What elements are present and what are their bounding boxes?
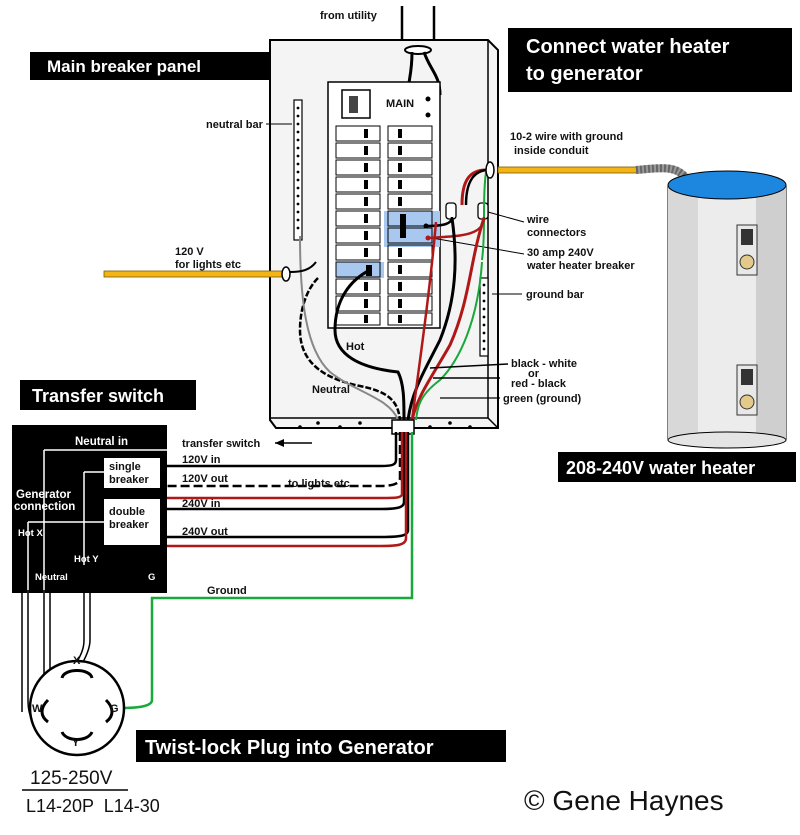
banner-connect-text-1: Connect water heater (526, 36, 730, 58)
neutral-small-label: Neutral (35, 572, 68, 583)
rating-models: L14-20P L14-30 (26, 796, 160, 816)
ground-bar-label: ground bar (526, 289, 585, 301)
banner-transfer-switch: Transfer switch (20, 380, 196, 410)
from-utility-label: from utility (320, 10, 378, 22)
plug-w-label: W (32, 703, 43, 715)
banner-twist-lock: Twist-lock Plug into Generator (136, 730, 506, 762)
double-breaker-label-1: double (109, 506, 145, 518)
copyright: © Gene Haynes (524, 785, 724, 816)
single-breaker (104, 458, 160, 488)
black-white-label: black - white (511, 358, 577, 370)
plug-g-label: G (110, 703, 119, 715)
plug-y-label: Y (72, 737, 80, 749)
banner-twist-lock-text: Twist-lock Plug into Generator (145, 737, 434, 759)
or-label: or (528, 368, 540, 380)
green-ground-label: green (ground) (503, 393, 582, 405)
wire-10-2-label-2: inside conduit (514, 145, 589, 157)
generator-label-1: Generator (16, 489, 71, 501)
water-heater-breaker (384, 211, 440, 247)
single-breaker-label-2: breaker (109, 474, 149, 486)
in-120v-label: 120V in (182, 454, 221, 466)
feed-120v: 120 V for lights etc (103, 246, 317, 282)
g-label: G (148, 572, 155, 583)
banner-connect: Connect water heater to generator (508, 28, 792, 92)
hot-y-label: Hot Y (74, 554, 99, 565)
neutral-bar-label: neutral bar (206, 119, 264, 131)
transfer-switch-arrow-label: transfer switch (182, 438, 261, 450)
breaker-30a-label-2: water heater breaker (526, 260, 635, 272)
main-label: MAIN (386, 98, 414, 110)
transfer-wires: 120V in 120V out to lights etc 240V in 2… (119, 432, 414, 710)
banner-main-panel: Main breaker panel (30, 52, 270, 80)
to-lights-label: to lights etc (288, 478, 350, 490)
generator-label-2: connection (14, 501, 75, 513)
main-panel: MAIN (206, 39, 635, 435)
banner-water-heater-text: 208-240V water heater (566, 458, 755, 478)
out-120v-label: 120V out (182, 473, 228, 485)
red-black-label: red - black (511, 378, 567, 390)
outgoing-wires: black - white or red - black green (grou… (429, 358, 582, 405)
rating-voltage: 125-250V (30, 768, 113, 789)
v120-label-2: for lights etc (175, 259, 241, 271)
water-heater-top (667, 170, 787, 200)
banner-connect-text-2: to generator (526, 63, 643, 85)
breaker-rows (335, 125, 433, 326)
banner-water-heater: 208-240V water heater (558, 452, 796, 482)
conduit-10-2: 10-2 wire with ground inside conduit (485, 131, 690, 181)
banner-transfer-switch-text: Transfer switch (32, 386, 164, 406)
neutral-bar (293, 99, 303, 241)
plug-x-label: X (73, 655, 81, 667)
out-240v-label: 240V out (182, 526, 228, 538)
banner-main-panel-text: Main breaker panel (47, 57, 201, 76)
double-breaker (104, 499, 160, 545)
single-breaker-label-1: single (109, 461, 141, 473)
neutral-in-label: Neutral in (75, 436, 128, 448)
neutral-label: Neutral (312, 384, 350, 396)
twist-lock-plug: X W G Y (28, 655, 126, 757)
breaker-30a-label-1: 30 amp 240V (527, 247, 594, 259)
hot-x-label: Hot X (18, 528, 43, 539)
double-breaker-label-2: breaker (109, 519, 149, 531)
v120-label-1: 120 V (175, 246, 204, 258)
wire-10-2-label-1: 10-2 wire with ground (510, 131, 623, 143)
in-240v-label: 240V in (182, 498, 221, 510)
hot-label: Hot (346, 341, 365, 353)
water-heater (667, 170, 787, 449)
wire-connectors-label-1: wire (526, 214, 549, 226)
wire-connectors-label-2: connectors (527, 227, 586, 239)
ground-label: Ground (207, 585, 247, 597)
